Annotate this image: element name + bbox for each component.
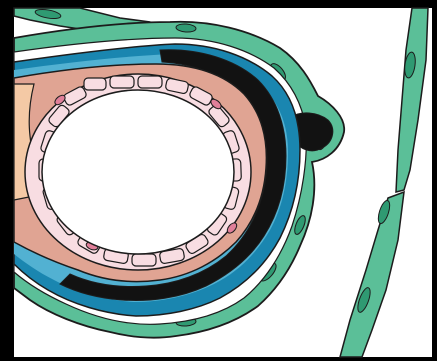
endothelial-cell [84,78,106,90]
endothelial-cell [110,76,134,88]
vessel-lumen [42,90,234,254]
endothelial-cell [138,76,162,88]
endothelial-cell [132,254,156,266]
